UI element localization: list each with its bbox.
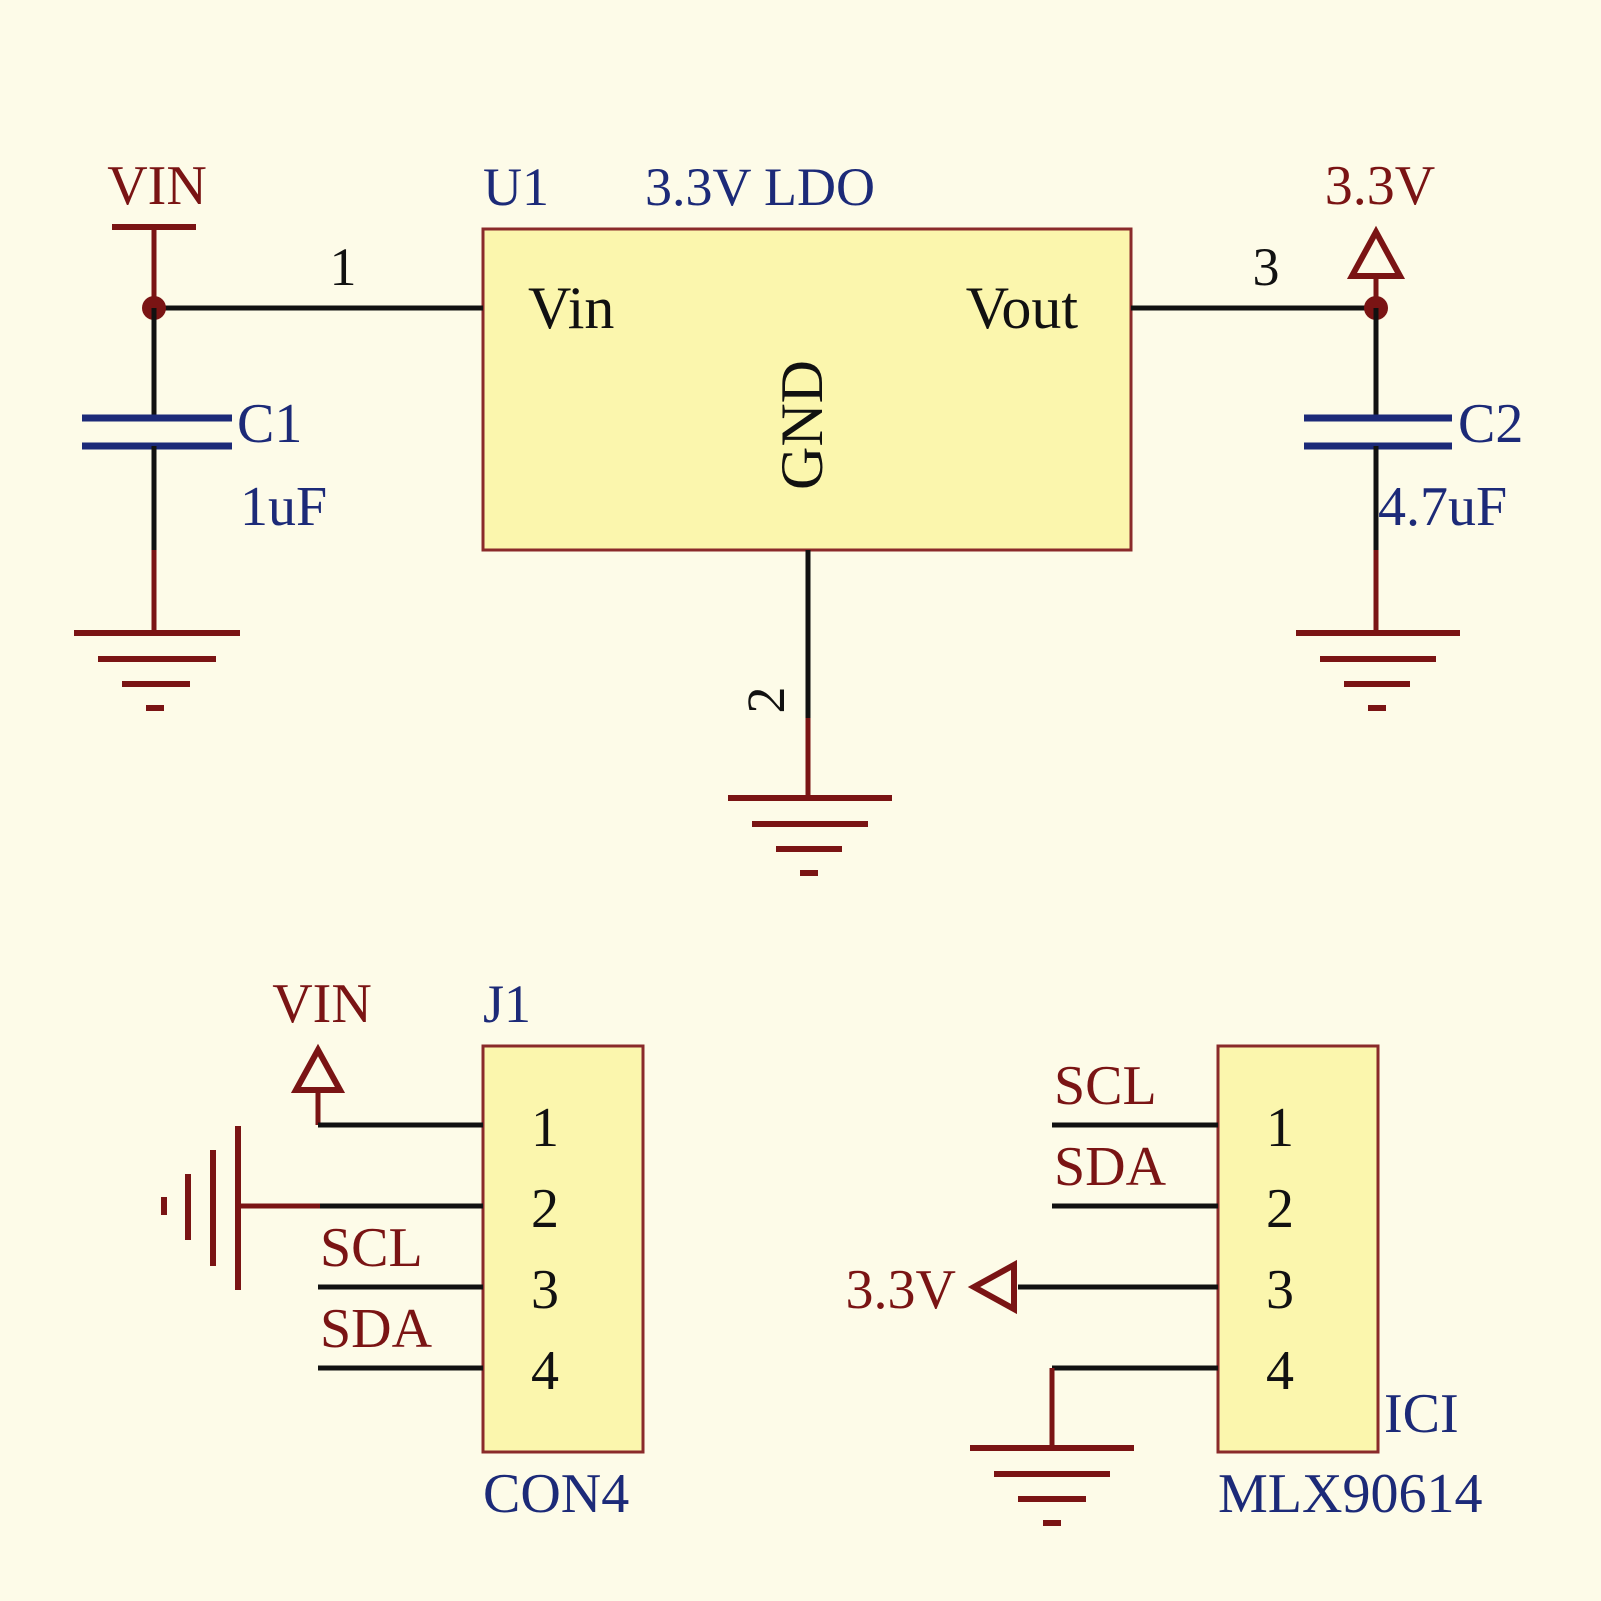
- j1-scl-net-label: SCL: [320, 1217, 423, 1279]
- ici-pin3-number: 3: [1266, 1259, 1294, 1321]
- u1-pin-vin-label: Vin: [528, 275, 614, 341]
- u1-pin1-number: 1: [330, 237, 357, 297]
- ici-part: MLX90614: [1218, 1463, 1482, 1525]
- vin-net-label-top: VIN: [107, 155, 207, 217]
- capacitor-icon[interactable]: [82, 414, 232, 450]
- j1-connector-body[interactable]: [481, 1044, 645, 1454]
- ground-icon: [728, 795, 892, 876]
- power-port-arrow-icon: [290, 1043, 346, 1125]
- c2-designator: C2: [1458, 393, 1523, 455]
- ici-pin4-number: 4: [1266, 1340, 1294, 1402]
- power-port-bar-icon: [112, 224, 196, 308]
- u1-designator: U1: [483, 157, 549, 217]
- ground-icon: [1296, 630, 1460, 711]
- u1-pin2-number: 2: [736, 687, 796, 714]
- power-port-arrow-icon: [967, 1259, 1017, 1315]
- j1-sda-net-label: SDA: [320, 1298, 433, 1360]
- j1-pin2-number: 2: [531, 1178, 559, 1240]
- ici-pin2-number: 2: [1266, 1178, 1294, 1240]
- ici-scl-net-label: SCL: [1054, 1055, 1157, 1117]
- j1-designator: J1: [483, 974, 531, 1034]
- j1-pin1-number: 1: [531, 1097, 559, 1159]
- ici-sensor-body[interactable]: [1216, 1044, 1380, 1454]
- u1-pin-gnd-label: GND: [769, 360, 835, 490]
- u1-pin3-number: 3: [1253, 237, 1280, 297]
- j1-pin4-number: 4: [531, 1340, 559, 1402]
- ground-icon: [161, 1126, 241, 1290]
- j1-pin3-number: 3: [531, 1259, 559, 1321]
- ici-sda-net-label: SDA: [1054, 1136, 1167, 1198]
- u1-value: 3.3V LDO: [645, 157, 875, 217]
- j1-part: CON4: [483, 1463, 629, 1525]
- c1-designator: C1: [237, 393, 302, 455]
- ground-icon: [970, 1445, 1134, 1526]
- c2-value: 4.7uF: [1378, 476, 1507, 538]
- u1-regulator-body[interactable]: [481, 227, 1133, 552]
- ici-pin1-number: 1: [1266, 1097, 1294, 1159]
- c1-value: 1uF: [240, 476, 327, 538]
- ici-designator: ICI: [1384, 1383, 1459, 1445]
- out-net-label-sensor: 3.3V: [846, 1259, 956, 1321]
- ground-icon: [74, 630, 240, 711]
- vin-net-label-connector: VIN: [272, 973, 372, 1035]
- out-net-label-top: 3.3V: [1325, 155, 1435, 217]
- u1-pin-vout-label: Vout: [966, 275, 1079, 341]
